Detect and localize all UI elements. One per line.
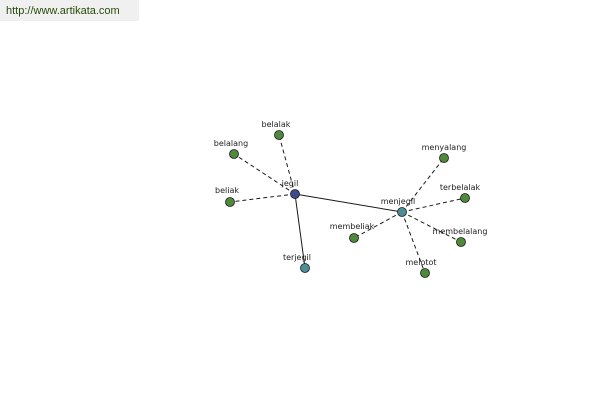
node-label-menjegil[interactable]: menjegil: [381, 197, 415, 206]
edge-jegil-menjegil: [294, 193, 403, 213]
node-label-membelalang[interactable]: membelalang: [433, 227, 488, 236]
node-label-beliak[interactable]: beliak: [215, 186, 239, 195]
edge-menjegil-terbelalak: [401, 197, 466, 213]
node-melotot[interactable]: [420, 268, 430, 278]
node-label-menyalang[interactable]: menyalang: [422, 143, 467, 152]
node-terbelalak[interactable]: [460, 193, 470, 203]
edge-menjegil-menyalang: [401, 157, 445, 213]
edge-jegil-terjegil: [294, 193, 306, 269]
edge-menjegil-melotot: [401, 211, 426, 274]
node-membeliak[interactable]: [349, 233, 359, 243]
node-terjegil[interactable]: [300, 263, 310, 273]
node-label-jegil[interactable]: jegil: [281, 179, 299, 188]
node-beliak[interactable]: [225, 197, 235, 207]
node-belalang[interactable]: [229, 149, 239, 159]
node-menyalang[interactable]: [439, 153, 449, 163]
site-url[interactable]: http://www.artikata.com: [6, 5, 120, 17]
node-menjegil[interactable]: [397, 207, 407, 217]
edge-jegil-beliak: [229, 193, 296, 203]
edge-jegil-belalak: [278, 134, 296, 195]
node-belalak[interactable]: [274, 130, 284, 140]
node-jegil[interactable]: [290, 189, 300, 199]
header-bar: http://www.artikata.com: [0, 0, 139, 21]
node-membelalang[interactable]: [456, 237, 466, 247]
edge-jegil-belalang: [233, 153, 296, 195]
node-label-membeliak[interactable]: membeliak: [330, 222, 375, 231]
node-label-belalang[interactable]: belalang: [214, 139, 248, 148]
node-label-belalak[interactable]: belalak: [262, 120, 291, 129]
node-label-terbelalak[interactable]: terbelalak: [440, 183, 481, 192]
node-label-melotot[interactable]: melotot: [406, 258, 437, 267]
edge-menjegil-membeliak: [353, 211, 403, 239]
node-label-terjegil[interactable]: terjegil: [283, 253, 311, 262]
